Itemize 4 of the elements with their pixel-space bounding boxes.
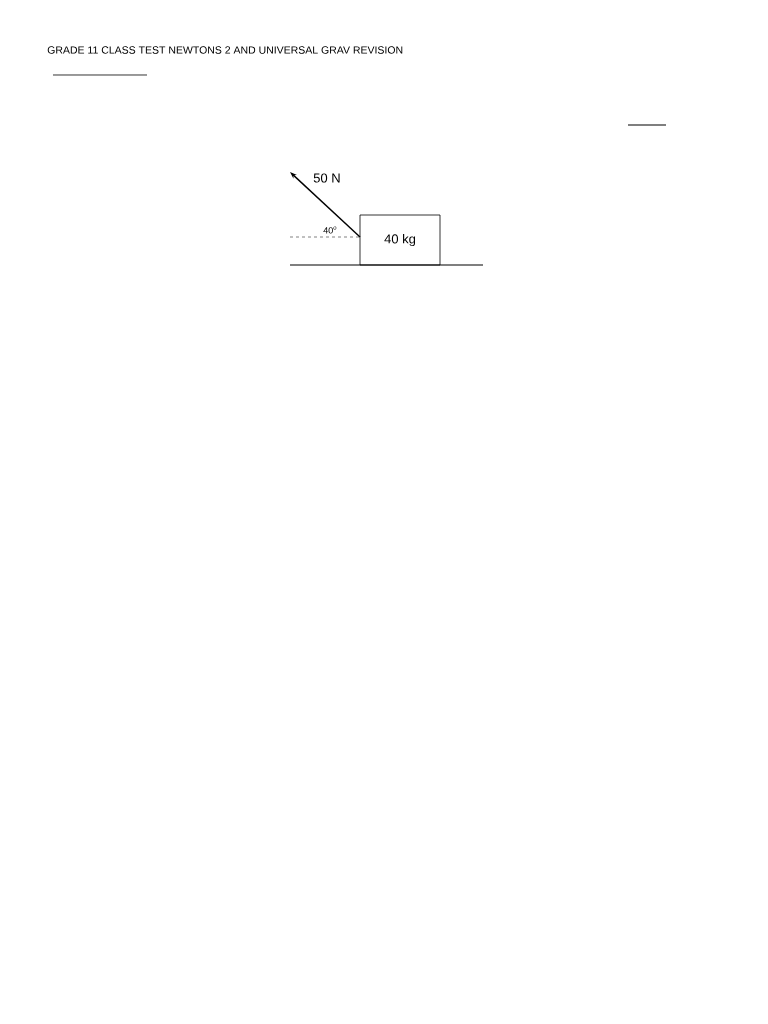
label: 50 N (313, 173, 340, 183)
label: 40$^{o}$ (323, 226, 337, 234)
title: GRADE 11 CLASS TEST NEWTONS 2 AND UNIVERSAL GRAV REVISION (47, 46, 403, 54)
block: 40 kg (359, 214, 441, 266)
